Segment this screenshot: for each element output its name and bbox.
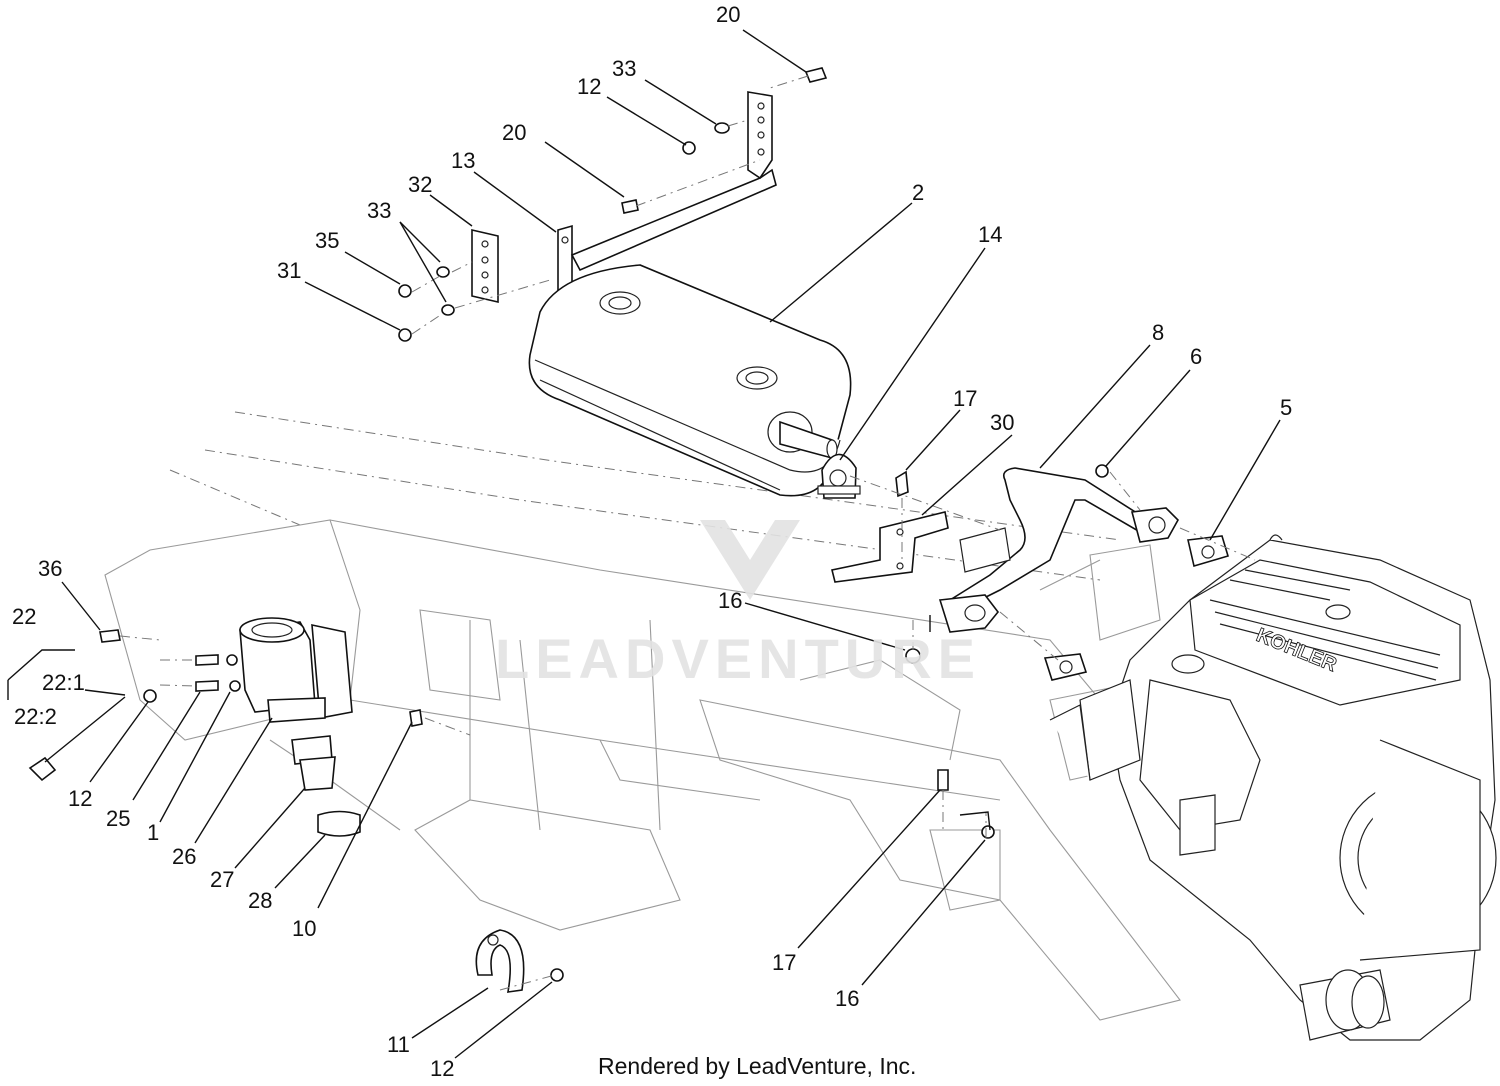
callout-5: 5 xyxy=(1280,395,1292,420)
fittings xyxy=(28,629,423,782)
nut-6 xyxy=(1095,464,1109,478)
watermark-text: LEADVENTURE xyxy=(495,627,981,690)
heat-shield-bracket xyxy=(831,470,949,664)
callout-28: 28 xyxy=(248,888,272,913)
callout-20-top: 20 xyxy=(716,2,740,27)
callout-13: 13 xyxy=(451,148,475,173)
assembly-lines xyxy=(119,75,1256,991)
callout-35: 35 xyxy=(315,228,339,253)
callout-36: 36 xyxy=(38,556,62,581)
callout-17-bottom: 17 xyxy=(772,950,796,975)
callout-12-top: 12 xyxy=(577,74,601,99)
leader-lines xyxy=(61,29,1281,1059)
watermark: LEADVENTURE xyxy=(495,520,981,690)
exhaust-pipe xyxy=(938,467,1179,633)
gasket-5 xyxy=(1187,535,1229,568)
callout-25: 25 xyxy=(106,806,130,831)
callout-22-2: 22:2 xyxy=(14,704,57,729)
gasket-lower xyxy=(1043,653,1088,681)
callout-brackets xyxy=(7,615,991,831)
callout-20-mid: 20 xyxy=(502,120,526,145)
callout-2: 2 xyxy=(912,180,924,205)
callout-31: 31 xyxy=(277,258,301,283)
lower-fasteners xyxy=(937,769,995,839)
callout-17-top: 17 xyxy=(953,386,977,411)
callout-labels: 20 33 12 20 13 32 33 35 31 2 14 8 6 17 3… xyxy=(12,2,1292,1081)
callout-27: 27 xyxy=(210,867,234,892)
mounting-plate xyxy=(471,228,499,304)
callout-30: 30 xyxy=(990,410,1014,435)
callout-22: 22 xyxy=(12,604,36,629)
callout-32: 32 xyxy=(408,172,432,197)
callout-11: 11 xyxy=(387,1032,410,1057)
muffler-bracket xyxy=(557,91,777,297)
muffler xyxy=(528,264,852,497)
callout-8: 8 xyxy=(1152,320,1164,345)
callout-10: 10 xyxy=(292,916,316,941)
hose-clamp xyxy=(475,929,564,993)
exhaust-clamp xyxy=(817,453,861,499)
callout-22-1: 22:1 xyxy=(42,670,85,695)
engine: KOHLER xyxy=(1049,534,1497,1041)
callout-26: 26 xyxy=(172,844,196,869)
callout-16-bottom: 16 xyxy=(835,986,859,1011)
air-cleaner-assembly xyxy=(239,617,361,837)
callout-6: 6 xyxy=(1190,344,1202,369)
callout-1: 1 xyxy=(147,820,159,845)
callout-33-top: 33 xyxy=(612,56,636,81)
footer-credit: Rendered by LeadVenture, Inc. xyxy=(598,1053,916,1079)
callout-14: 14 xyxy=(978,222,1002,247)
callout-16-mid: 16 xyxy=(718,588,742,613)
top-hardware xyxy=(398,67,828,342)
callout-12-bottom: 12 xyxy=(430,1056,454,1081)
callout-12-left: 12 xyxy=(68,786,92,811)
callout-33-left: 33 xyxy=(367,198,391,223)
